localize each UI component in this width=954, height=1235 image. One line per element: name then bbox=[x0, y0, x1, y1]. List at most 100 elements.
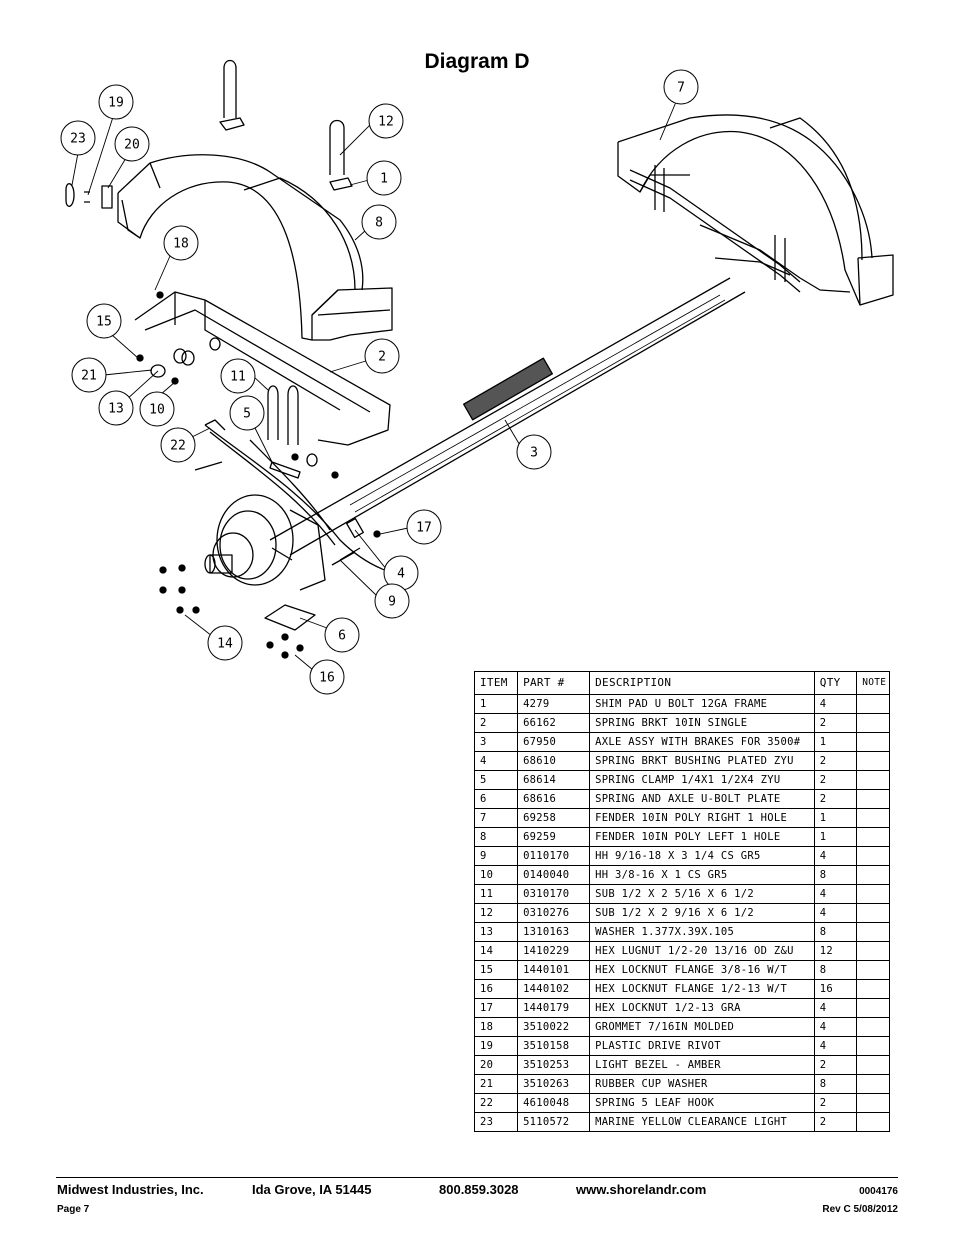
cell-description: SHIM PAD U BOLT 12GA FRAME bbox=[589, 694, 815, 714]
drive-rivet bbox=[84, 191, 90, 203]
cell-item: 21 bbox=[473, 1074, 519, 1094]
footer-doc-number: 0004176 bbox=[859, 1186, 898, 1197]
footer-company: Midwest Industries, Inc. bbox=[57, 1182, 204, 1197]
cell-note bbox=[856, 1112, 890, 1132]
header-item: ITEM bbox=[473, 671, 519, 695]
callout-19: 19 bbox=[98, 84, 134, 120]
callout-circle bbox=[366, 160, 402, 196]
cell-part-number: 4279 bbox=[517, 694, 591, 714]
callout-circle bbox=[516, 434, 552, 470]
cell-item: 3 bbox=[473, 732, 519, 752]
cell-description: HEX LOCKNUT FLANGE 1/2-13 W/T bbox=[589, 979, 815, 999]
cell-part-number: 69259 bbox=[517, 827, 591, 847]
header-note: NOTE bbox=[856, 671, 890, 695]
cell-note bbox=[856, 1074, 890, 1094]
cell-description: RUBBER CUP WASHER bbox=[589, 1074, 815, 1094]
cell-note bbox=[856, 1093, 890, 1113]
callout-circle bbox=[220, 358, 256, 394]
cell-note bbox=[856, 1036, 890, 1056]
cell-note bbox=[856, 941, 890, 961]
cell-note bbox=[856, 846, 890, 866]
callout-number: 2 bbox=[378, 350, 386, 365]
cell-item: 20 bbox=[473, 1055, 519, 1075]
cell-description: SPRING CLAMP 1/4X1 1/2X4 ZYU bbox=[589, 770, 815, 790]
cell-item: 11 bbox=[473, 884, 519, 904]
footer-city: Ida Grove, IA 51445 bbox=[252, 1182, 372, 1197]
cell-qty: 8 bbox=[813, 1074, 858, 1094]
cell-description: GROMMET 7/16IN MOLDED bbox=[589, 1017, 815, 1037]
callout-number: 14 bbox=[217, 637, 233, 652]
callout-circle bbox=[98, 84, 134, 120]
cell-part-number: 67950 bbox=[517, 732, 591, 752]
callout-8: 8 bbox=[361, 204, 397, 240]
cell-qty: 4 bbox=[813, 846, 858, 866]
cell-note bbox=[856, 998, 890, 1018]
cell-item: 13 bbox=[473, 922, 519, 942]
callout-18: 18 bbox=[163, 225, 199, 261]
callout-14: 14 bbox=[207, 625, 243, 661]
cell-part-number: 1410229 bbox=[517, 941, 591, 961]
u-bolts-11 bbox=[267, 385, 299, 445]
callout-7: 7 bbox=[663, 69, 699, 105]
callout-9: 9 bbox=[374, 583, 410, 619]
cell-note bbox=[856, 713, 890, 733]
callout-circle bbox=[160, 427, 196, 463]
callout-circle bbox=[207, 625, 243, 661]
callout-circle bbox=[663, 69, 699, 105]
cell-part-number: 3510263 bbox=[517, 1074, 591, 1094]
callout-circle bbox=[229, 395, 265, 431]
cell-note bbox=[856, 903, 890, 923]
callout-number: 17 bbox=[416, 521, 432, 536]
cell-item: 17 bbox=[473, 998, 519, 1018]
left-frame-bracket bbox=[134, 291, 391, 446]
callout-12: 12 bbox=[368, 103, 404, 139]
left-leaf-spring bbox=[204, 419, 401, 576]
header-qty: QTY bbox=[813, 671, 858, 695]
cell-qty: 4 bbox=[813, 1017, 858, 1037]
cell-qty: 4 bbox=[813, 998, 858, 1018]
cell-item: 2 bbox=[473, 713, 519, 733]
cell-note bbox=[856, 770, 890, 790]
callout-1: 1 bbox=[366, 160, 402, 196]
callout-circle bbox=[361, 204, 397, 240]
cell-qty: 8 bbox=[813, 922, 858, 942]
cell-item: 12 bbox=[473, 903, 519, 923]
cell-description: SUB 1/2 X 2 5/16 X 6 1/2 bbox=[589, 884, 815, 904]
callout-22: 22 bbox=[160, 427, 196, 463]
cell-description: SPRING AND AXLE U-BOLT PLATE bbox=[589, 789, 815, 809]
cell-qty: 4 bbox=[813, 694, 858, 714]
callout-circle bbox=[324, 617, 360, 653]
cell-item: 4 bbox=[473, 751, 519, 771]
cell-qty: 4 bbox=[813, 884, 858, 904]
cell-item: 15 bbox=[473, 960, 519, 980]
cell-qty: 4 bbox=[813, 903, 858, 923]
callout-15: 15 bbox=[86, 303, 122, 339]
left-fender bbox=[117, 154, 393, 341]
callout-number: 22 bbox=[170, 439, 186, 454]
cell-description: MARINE YELLOW CLEARANCE LIGHT bbox=[589, 1112, 815, 1132]
callout-number: 23 bbox=[70, 132, 86, 147]
cell-part-number: 3510253 bbox=[517, 1055, 591, 1075]
cell-description: HEX LOCKNUT FLANGE 3/8-16 W/T bbox=[589, 960, 815, 980]
cell-item: 23 bbox=[473, 1112, 519, 1132]
cell-item: 18 bbox=[473, 1017, 519, 1037]
footer-website: www.shorelandr.com bbox=[576, 1182, 707, 1197]
cell-part-number: 1440101 bbox=[517, 960, 591, 980]
cell-item: 10 bbox=[473, 865, 519, 885]
footer-divider bbox=[56, 1177, 898, 1178]
footer-page: Page 7 bbox=[57, 1204, 90, 1215]
cell-note bbox=[856, 751, 890, 771]
callout-circle bbox=[114, 126, 150, 162]
callout-number: 20 bbox=[124, 138, 140, 153]
